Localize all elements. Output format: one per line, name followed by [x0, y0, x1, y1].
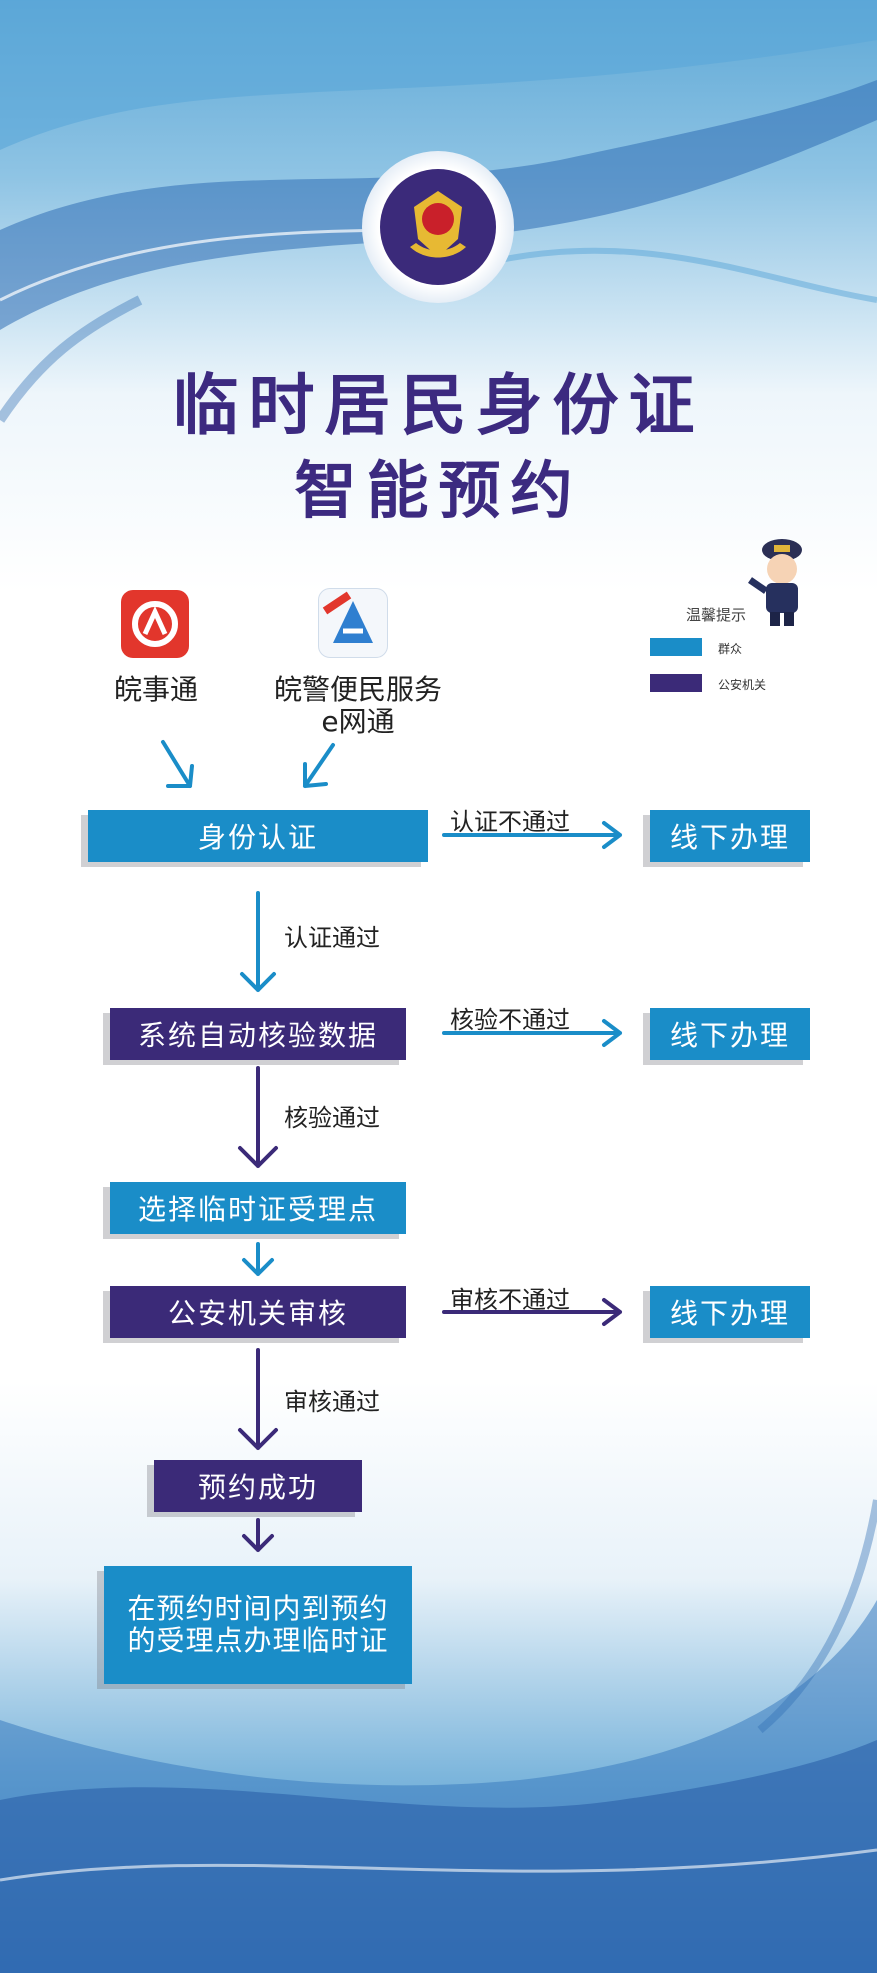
edge-label-verify-fail: 核验不通过: [450, 1006, 570, 1034]
offline-handling-2: 线下办理: [650, 1008, 810, 1060]
police-emblem-frame: [362, 151, 514, 303]
legend-label-public: 群众: [718, 642, 743, 656]
step-police-review: 公安机关审核: [110, 1286, 406, 1338]
wanshitong-app-label: 皖事通: [113, 673, 198, 706]
police-mascot-icon: [748, 539, 802, 626]
legend-swatch-public: [650, 638, 702, 656]
step-select-site: 选择临时证受理点: [110, 1182, 406, 1234]
legend-title: 温馨提示: [686, 606, 747, 624]
offline-handling-3: 线下办理: [650, 1286, 810, 1338]
step-auto-verify: 系统自动核验数据: [110, 1008, 406, 1060]
edge-label-verify-pass: 核验通过: [284, 1104, 380, 1132]
page-title: 临时居民身份证: [172, 367, 705, 444]
legend-label-police: 公安机关: [718, 678, 767, 692]
wanshitong-app-icon[interactable]: [121, 590, 189, 658]
edge-label-review-pass: 审核通过: [284, 1388, 380, 1416]
step-identity-auth: 身份认证: [88, 810, 428, 862]
step-visit-site: 在预约时间内到预约的受理点办理临时证: [104, 1566, 412, 1684]
edge-label-review-fail: 审核不通过: [450, 1286, 570, 1314]
offline-handling-1: 线下办理: [650, 810, 810, 862]
edge-label-auth-pass: 认证通过: [284, 924, 380, 952]
step-booking-success: 预约成功: [154, 1460, 362, 1512]
wanjing-app-icon[interactable]: [318, 588, 388, 658]
police-emblem-icon: [380, 169, 496, 285]
edge-label-auth-fail: 认证不通过: [450, 808, 570, 836]
wanjing-app-label-line2: e网通: [321, 705, 395, 738]
legend-swatch-police: [650, 674, 702, 692]
page-subtitle: 智能预约: [294, 454, 583, 527]
wanjing-app-label: 皖警便民服务: [273, 673, 442, 706]
